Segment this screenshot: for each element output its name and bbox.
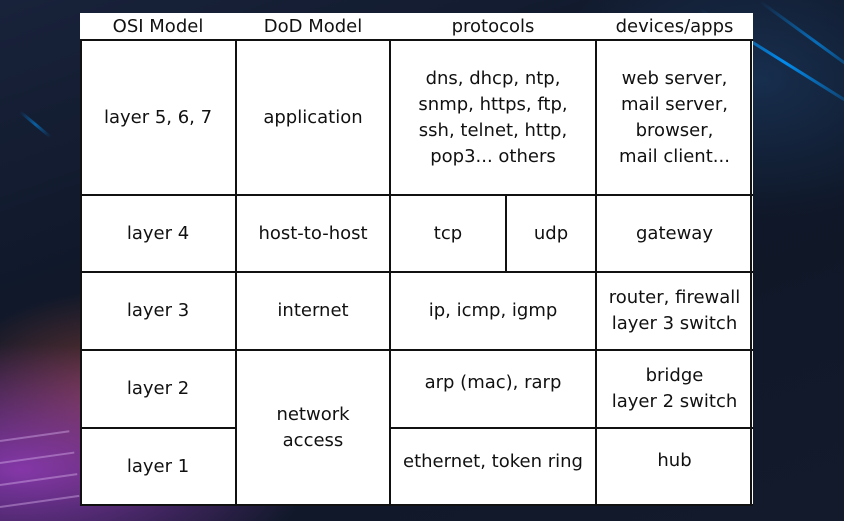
- devices-gateway: gateway: [636, 222, 713, 244]
- grid-line: [80, 39, 753, 41]
- protocol-udp: udp: [533, 222, 569, 244]
- grid-line: [80, 504, 753, 506]
- osi-layer-4: layer 4: [126, 222, 190, 244]
- grid-line: [505, 194, 507, 272]
- osi-layer-567: layer 5, 6, 7: [103, 106, 213, 128]
- grid-line: [80, 427, 236, 429]
- header-osi-model: OSI Model: [112, 15, 204, 37]
- grid-line: [235, 39, 237, 506]
- grid-line: [80, 194, 753, 196]
- grid-line: [80, 349, 753, 351]
- protocol-tcp: tcp: [433, 222, 463, 244]
- dod-internet: internet: [277, 300, 349, 321]
- grid-line: [595, 39, 597, 506]
- protocols-physical: ethernet, token ring: [403, 451, 583, 472]
- dod-application: application: [263, 106, 363, 128]
- grid-line: [390, 427, 753, 429]
- protocols-data-link: arp (mac), rarp: [424, 372, 562, 393]
- osi-layer-3: layer 3: [126, 300, 190, 321]
- dod-host-to-host: host-to-host: [258, 222, 368, 244]
- protocols-application: dns, dhcp, ntp, snmp, https, ftp, ssh, t…: [418, 67, 568, 167]
- devices-physical: hub: [657, 450, 692, 471]
- osi-layer-1: layer 1: [126, 456, 190, 477]
- dod-network-access: network access: [276, 404, 350, 451]
- grid-line: [750, 39, 752, 506]
- devices-internet: router, firewall layer 3 switch: [608, 287, 741, 334]
- header-dod-model: DoD Model: [263, 15, 363, 37]
- protocols-internet: ip, icmp, igmp: [428, 300, 558, 321]
- grid-line: [80, 39, 82, 506]
- devices-application: web server, mail server, browser, mail c…: [619, 67, 730, 167]
- header-devices-apps: devices/apps: [615, 15, 734, 37]
- header-protocols: protocols: [451, 15, 535, 37]
- osi-layer-2: layer 2: [126, 378, 190, 399]
- grid-line: [389, 39, 391, 506]
- grid-line: [80, 271, 753, 273]
- devices-data-link: bridge layer 2 switch: [611, 365, 738, 412]
- osi-dod-table: OSI Model DoD Model protocols devices/ap…: [80, 13, 753, 506]
